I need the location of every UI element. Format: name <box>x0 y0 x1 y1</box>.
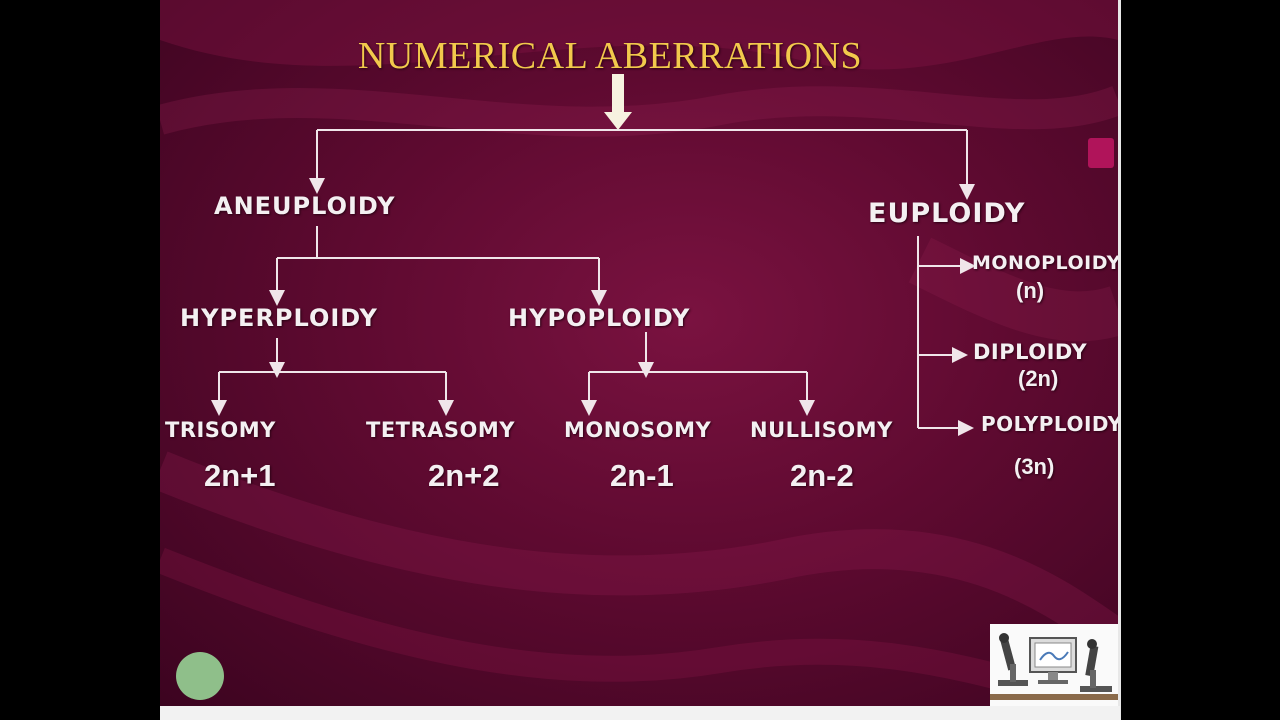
formula-nullisomy: 2n-2 <box>790 458 854 493</box>
slide-title: NUMERICAL ABERRATIONS <box>357 35 863 77</box>
node-monoploidy: MONOPLOIDY <box>972 252 1118 274</box>
node-diploidy: DIPLOIDY <box>973 340 1088 364</box>
node-nullisomy: NULLISOMY <box>750 418 893 442</box>
frame-edge-bottom <box>160 706 1120 720</box>
accent-square <box>1088 138 1114 168</box>
node-polyploidy: POLYPLOIDY <box>981 412 1118 436</box>
slide: NUMERICAL ABERRATIONS <box>160 0 1118 706</box>
node-monosomy: MONOSOMY <box>564 418 712 442</box>
node-tetrasomy: TETRASOMY <box>366 418 515 442</box>
diagram-connectors <box>211 74 976 436</box>
formula-tetrasomy: 2n+2 <box>428 458 500 493</box>
formula-monosomy: 2n-1 <box>610 458 674 493</box>
microscope-lab-logo-icon <box>990 624 1118 706</box>
formula-trisomy: 2n+1 <box>204 458 276 493</box>
node-aneuploidy: ANEUPLOIDY <box>214 192 396 220</box>
node-trisomy: TRISOMY <box>165 418 276 442</box>
formula-diploidy: (2n) <box>1018 366 1059 391</box>
play-circle-icon[interactable] <box>176 652 224 700</box>
frame-edge-right <box>1118 0 1121 720</box>
node-hyperploidy: HYPERPLOIDY <box>180 304 378 332</box>
formula-polyploidy: (3n) <box>1014 454 1055 479</box>
formula-monoploidy: (n) <box>1016 278 1045 303</box>
node-hypoploidy: HYPOPLOIDY <box>508 304 691 332</box>
node-euploidy: EUPLOIDY <box>868 198 1026 229</box>
